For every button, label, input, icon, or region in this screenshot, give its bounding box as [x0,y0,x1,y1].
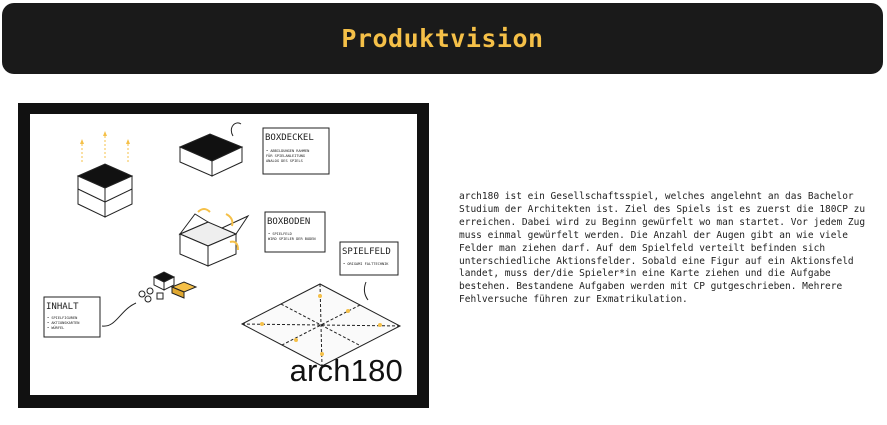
boxboden-label: BOXBODEN [267,217,310,227]
boxdeckel-note-1: • ABBILDUNGEN RAHMEN [266,149,309,153]
inhalt-note: INHALT • SPIELFIGUREN • AKTIONSKARTEN • … [43,296,101,338]
game-board-sketch [240,281,402,367]
product-sketch-frame: BOXDECKEL • ABBILDUNGEN RAHMEN FÜR SPIEL… [18,103,429,408]
lifted-box-sketch [76,131,134,218]
spielfeld-label: SPIELFELD [342,247,391,257]
boxboden-note-2: WIRD SPIELER DER BODEN [268,237,316,241]
title-banner: Produktvision [2,3,883,74]
inhalt-note-3: • WÜRFEL [47,325,64,330]
boxboden-note-1: • SPIELFELD [268,232,292,236]
inhalt-label: INHALT [46,302,79,312]
spielfeld-note: SPIELFELD • ORIGAMI FALTTECHNIK [339,241,399,276]
game-pieces-sketch [138,271,198,303]
box-bottom-sketch [178,208,250,267]
boxboden-note: BOXBODEN • SPIELFELD WIRD SPIELER DER BO… [264,211,326,253]
boxdeckel-note: BOXDECKEL • ABBILDUNGEN RAHMEN FÜR SPIEL… [262,127,330,175]
boxdeckel-note-3: ANALOG DES SPIELS [266,159,303,163]
inhalt-note-2: • AKTIONSKARTEN [47,321,79,325]
inhalt-note-1: • SPIELFIGUREN [47,316,77,320]
sketch-illustration: BOXDECKEL • ABBILDUNGEN RAHMEN FÜR SPIEL… [43,122,402,367]
page-title: Produktvision [341,24,544,53]
boxdeckel-label: BOXDECKEL [265,133,314,143]
spielfeld-note-1: • ORIGAMI FALTTECHNIK [343,262,389,266]
boxdeckel-note-2: FÜR SPIELANLEITUNG [266,153,305,158]
inhalt-arrow [101,302,137,327]
brand-wordmark: arch180 [289,353,403,388]
product-sketch: BOXDECKEL • ABBILDUNGEN RAHMEN FÜR SPIEL… [30,114,417,395]
product-description: arch180 ist ein Gesellschaftsspiel, welc… [459,191,866,306]
box-lid-sketch [178,122,244,177]
